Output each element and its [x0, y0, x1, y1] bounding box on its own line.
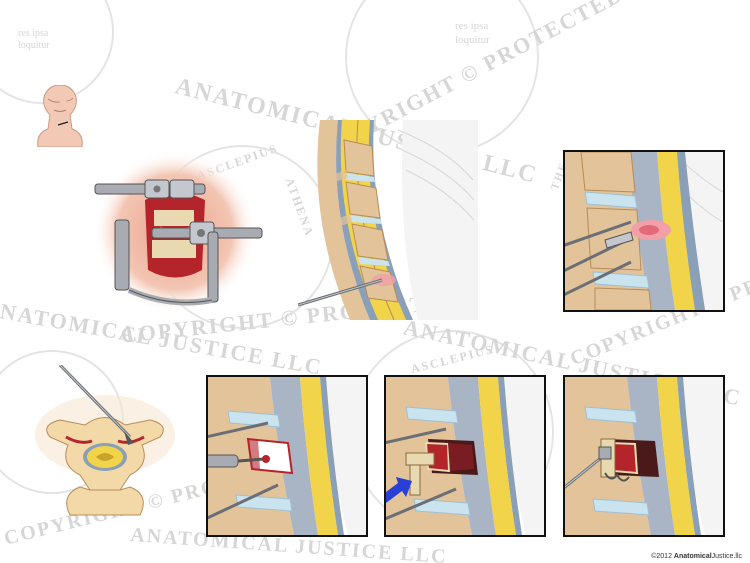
panel-discectomy — [563, 150, 725, 312]
insertion-arrow-icon — [386, 477, 412, 503]
panel-graft-insertion — [384, 375, 546, 537]
patient-neck-incision — [37, 85, 83, 147]
watermark-motto: loquitur — [18, 40, 50, 51]
credit-suffix: Justice.llc — [711, 553, 742, 560]
watermark-motto: res ipsa — [455, 20, 489, 32]
spine-sagittal-needle-view — [298, 120, 478, 320]
watermark-motto: res ipsa — [18, 28, 49, 39]
panel-graft-placed — [563, 375, 725, 537]
copyright-credit: ©2012 AnatomicalJustice.llc — [651, 553, 742, 560]
credit-brand: Anatomical — [673, 553, 712, 560]
watermark-motto: loquitur — [455, 34, 490, 46]
credit-prefix: ©2012 — [651, 553, 674, 560]
axial-vertebra-view — [35, 365, 175, 516]
retractor-exposure — [93, 150, 263, 314]
panel-drilling — [206, 375, 368, 537]
